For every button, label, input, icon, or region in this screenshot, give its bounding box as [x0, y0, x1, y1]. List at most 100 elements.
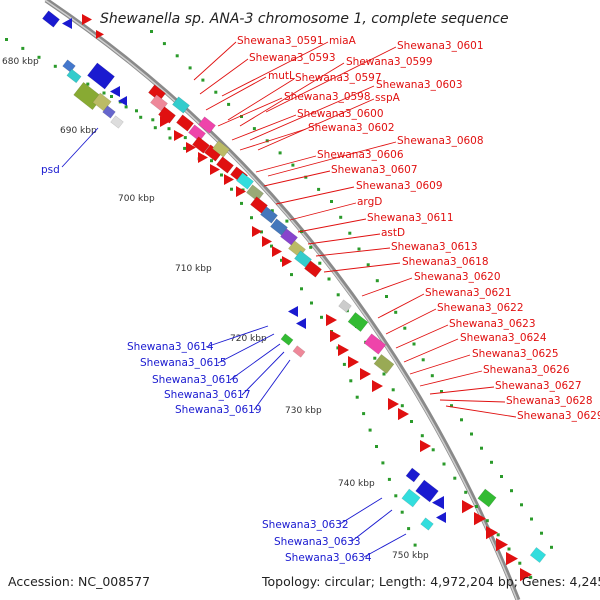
gene-feature[interactable] [294, 250, 312, 268]
gene-feature[interactable] [338, 299, 352, 313]
gene-feature[interactable] [405, 467, 421, 483]
gene-arrow[interactable] [288, 306, 298, 317]
gene-feature[interactable] [42, 10, 60, 28]
gene-arrow[interactable] [398, 408, 409, 421]
gene-label[interactable]: argD [357, 196, 382, 208]
gene-feature[interactable] [198, 116, 216, 134]
gene-arrow[interactable] [432, 496, 444, 510]
gene-feature[interactable] [250, 196, 268, 214]
gene-arrow[interactable] [360, 368, 371, 381]
gene-feature[interactable] [363, 333, 387, 355]
gene-label[interactable]: Shewana3_0598 [284, 91, 371, 103]
gene-label[interactable]: Shewana3_0634 [285, 552, 372, 564]
gene-label[interactable]: Shewana3_0602 [308, 122, 395, 134]
gene-feature[interactable] [62, 59, 76, 73]
gene-feature[interactable] [87, 62, 115, 90]
gene-label[interactable]: Shewana3_0615 [140, 357, 227, 369]
gene-label[interactable]: astD [381, 227, 405, 239]
gene-label[interactable]: Shewana3_0620 [414, 271, 501, 283]
gene-arrow[interactable] [486, 526, 498, 540]
gene-feature[interactable] [188, 124, 206, 142]
gene-arrow[interactable] [330, 330, 341, 343]
gene-feature[interactable] [270, 218, 288, 236]
gene-label[interactable]: Shewana3_0609 [356, 180, 443, 192]
gene-arrow[interactable] [252, 226, 262, 237]
gene-arrow[interactable] [338, 344, 349, 357]
gene-arrow[interactable] [436, 512, 446, 523]
gene-feature[interactable] [192, 136, 210, 154]
gene-arrow[interactable] [198, 152, 208, 163]
gene-label[interactable]: Shewana3_0606 [317, 149, 404, 161]
gene-feature[interactable] [148, 84, 166, 102]
gene-arrow[interactable] [348, 356, 359, 369]
gene-label[interactable]: Shewana3_0600 [297, 108, 384, 120]
gene-feature[interactable] [212, 140, 230, 158]
gene-arrow[interactable] [272, 246, 282, 257]
gene-arrow[interactable] [160, 116, 170, 127]
gene-label[interactable]: Shewana3_0627 [495, 380, 582, 392]
gene-feature[interactable] [110, 115, 124, 129]
gene-arrow[interactable] [62, 18, 72, 29]
gene-label[interactable]: Shewana3_0611 [367, 212, 454, 224]
gene-label[interactable]: Shewana3_0623 [449, 318, 536, 330]
gene-feature[interactable] [280, 333, 294, 346]
gene-arrow[interactable] [372, 380, 383, 393]
gene-feature[interactable] [373, 353, 395, 375]
gene-feature[interactable] [415, 479, 439, 503]
gene-label[interactable]: Shewana3_0622 [437, 302, 524, 314]
gene-feature[interactable] [236, 172, 254, 190]
gene-label[interactable]: mutL [268, 70, 295, 82]
gene-feature[interactable] [260, 206, 278, 224]
gene-label[interactable]: Shewana3_0601 [397, 40, 484, 52]
gene-label[interactable]: Shewana3_0607 [331, 164, 418, 176]
gene-arrow[interactable] [462, 500, 474, 514]
gene-arrow[interactable] [210, 164, 220, 175]
gene-feature[interactable] [216, 156, 234, 174]
gene-feature[interactable] [477, 488, 497, 508]
gene-arrow[interactable] [236, 186, 246, 197]
gene-feature[interactable] [246, 184, 264, 202]
gene-feature[interactable] [66, 68, 82, 84]
gene-label[interactable]: Shewana3_0616 [152, 374, 239, 386]
gene-arrow[interactable] [96, 30, 104, 39]
gene-label[interactable]: Shewana3_0618 [402, 256, 489, 268]
gene-label[interactable]: Shewana3_0617 [164, 389, 251, 401]
gene-arrow[interactable] [174, 130, 184, 141]
gene-label[interactable]: Shewana3_0593 [249, 52, 336, 64]
gene-label[interactable]: miaA [329, 35, 357, 47]
gene-label[interactable]: Shewana3_0628 [506, 395, 593, 407]
gene-arrow[interactable] [82, 14, 92, 25]
gene-arrow[interactable] [110, 86, 120, 97]
gene-arrow[interactable] [474, 512, 486, 526]
gene-label[interactable]: Shewana3_0608 [397, 135, 484, 147]
gene-feature[interactable] [292, 345, 306, 358]
gene-label[interactable]: Shewana3_0625 [472, 348, 559, 360]
gene-label[interactable]: Shewana3_0633 [274, 536, 361, 548]
gene-arrow[interactable] [520, 568, 532, 582]
gene-feature[interactable] [401, 488, 421, 508]
gene-label[interactable]: Shewana3_0614 [127, 341, 214, 353]
gene-label[interactable]: sspA [375, 92, 401, 104]
gene-arrow[interactable] [118, 96, 127, 106]
gene-label[interactable]: psd [41, 164, 60, 176]
gene-label[interactable]: Shewana3_0599 [346, 56, 433, 68]
gene-label[interactable]: Shewana3_0597 [295, 72, 382, 84]
gene-arrow[interactable] [282, 256, 292, 267]
gene-feature[interactable] [102, 105, 116, 119]
gene-arrow[interactable] [296, 318, 306, 329]
gene-label[interactable]: Shewana3_0626 [483, 364, 570, 376]
gene-label[interactable]: Shewana3_0624 [460, 332, 547, 344]
gene-arrow[interactable] [496, 538, 508, 552]
gene-arrow[interactable] [326, 314, 337, 327]
gene-arrow[interactable] [506, 552, 518, 566]
gene-arrow[interactable] [388, 398, 399, 411]
gene-label[interactable]: Shewana3_0629 [517, 410, 600, 422]
gene-feature[interactable] [172, 96, 190, 114]
gene-arrow[interactable] [186, 142, 196, 153]
gene-feature[interactable] [347, 311, 369, 333]
gene-label[interactable]: Shewana3_0619 [175, 404, 262, 416]
gene-feature[interactable] [304, 260, 322, 278]
gene-arrow[interactable] [262, 236, 272, 247]
gene-arrow[interactable] [420, 440, 431, 453]
gene-feature[interactable] [420, 517, 434, 531]
